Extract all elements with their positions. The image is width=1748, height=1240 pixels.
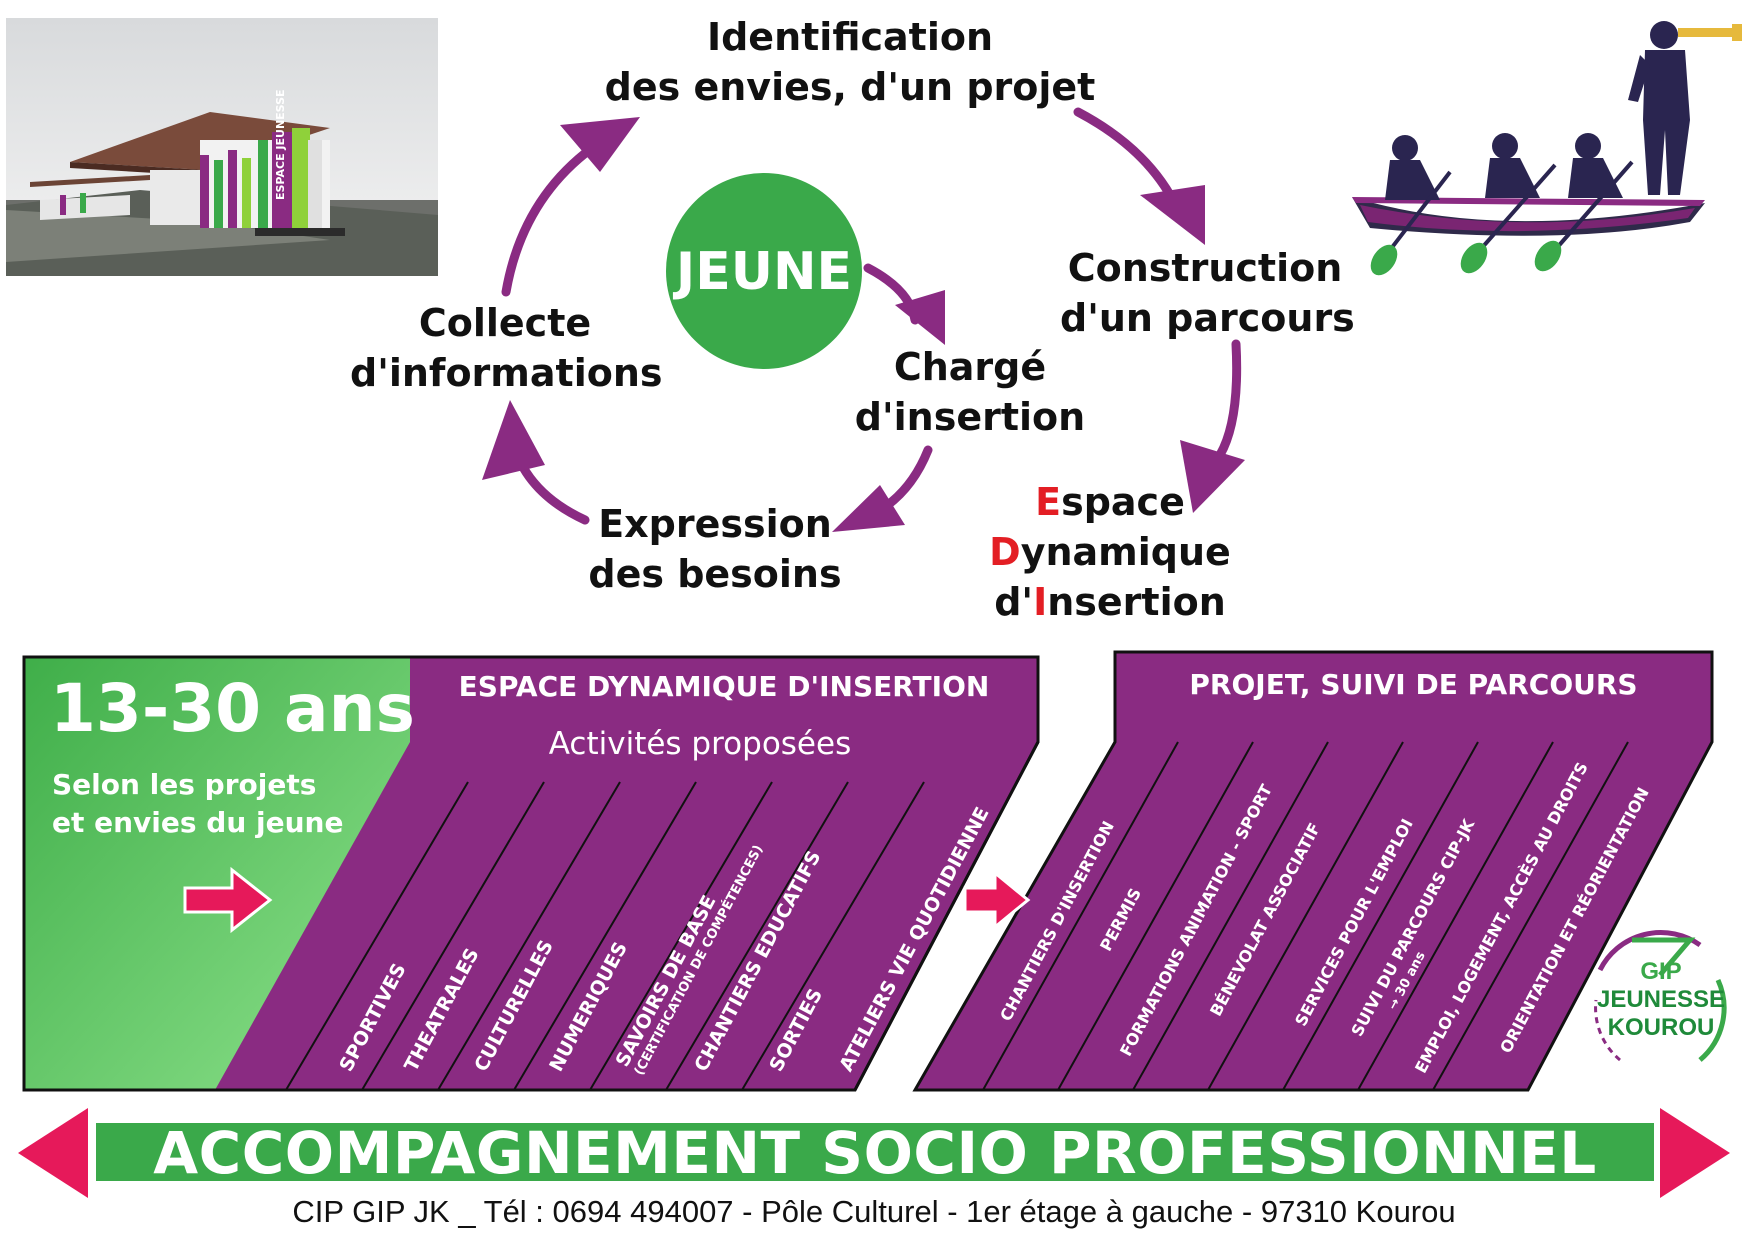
label-edi-line3: d'Insertion — [980, 577, 1240, 627]
label-charge: Chargé d'insertion — [840, 342, 1100, 442]
edi-pre-3: d' — [994, 580, 1034, 624]
edi-rest-3: nsertion — [1047, 580, 1226, 624]
gip-logo — [1594, 930, 1727, 1068]
banner-left-arrow — [18, 1108, 88, 1198]
edi-rest-2: ynamique — [1020, 530, 1231, 574]
edi-initial-i: I — [1033, 580, 1048, 624]
label-construction: Construction d'un parcours — [1060, 243, 1355, 343]
jeune-label: JEUNE — [675, 242, 853, 302]
label-identification-line1: Identification — [706, 15, 994, 59]
label-expression-line1: Expression — [598, 502, 832, 546]
label-charge-line2: d'insertion — [854, 395, 1086, 439]
logo-text: GIP JEUNESSE KOUROU — [1595, 958, 1727, 1042]
logo-line3: KOUROU — [1607, 1014, 1715, 1041]
label-expression: Expression des besoins — [585, 499, 845, 599]
left-panel-subheading: Activités proposées — [548, 726, 852, 762]
arrowhead-expression — [832, 485, 905, 532]
edi-initial-d: D — [989, 530, 1021, 574]
left-panel — [22, 655, 1040, 1092]
logo-line2: JEUNESSE — [1596, 986, 1726, 1013]
arrowhead-identification — [560, 117, 640, 172]
pink-arrow-left-panel — [183, 866, 273, 934]
building-sign: ESPACE JEUNESSE — [274, 89, 287, 200]
edi-initial-e: E — [1035, 480, 1062, 524]
right-panel — [912, 650, 1714, 1092]
logo-line1: GIP — [1640, 958, 1682, 985]
label-edi-line1: Espace — [980, 477, 1240, 527]
label-expression-line2: des besoins — [588, 552, 842, 596]
right-panel-dividers — [982, 741, 1629, 1091]
left-panel-title: ESPACE DYNAMIQUE D'INSERTION — [458, 670, 990, 703]
age-subtitle-line2: et envies du jeune — [52, 806, 344, 839]
banner-right-arrow — [1660, 1108, 1730, 1198]
label-collecte-line2: d'informations — [350, 351, 663, 395]
arrow-collecte-to-identification — [501, 143, 597, 297]
jeune-circle — [666, 173, 862, 369]
label-identification: Identification des envies, d'un projet — [600, 12, 1100, 112]
label-edi: Espace Dynamique d'Insertion — [980, 477, 1240, 627]
arrowhead-charge — [895, 290, 945, 345]
label-identification-line2: des envies, d'un projet — [604, 65, 1096, 109]
arrowhead-construction — [1140, 185, 1205, 245]
label-edi-line2: Dynamique — [980, 527, 1240, 577]
edi-rest-1: space — [1061, 480, 1185, 524]
right-panel-title: PROJET, SUIVI DE PARCOURS — [1189, 668, 1638, 701]
banner-bar — [92, 1119, 1658, 1185]
left-panel-green — [24, 657, 410, 1090]
age-subtitle: Selon les projets et envies du jeune — [52, 766, 343, 842]
building-illustration — [6, 18, 438, 276]
label-charge-line1: Chargé — [893, 345, 1047, 389]
left-panel-dividers — [285, 781, 925, 1091]
pink-arrow-right-panel — [963, 869, 1031, 931]
bottom-banner — [18, 1108, 1730, 1198]
cycle-arrowheads — [482, 117, 1245, 532]
rowers-illustration — [1352, 21, 1742, 276]
age-range: 13-30 ans — [50, 670, 415, 747]
banner-text: ACCOMPAGNEMENT SOCIO PROFESSIONNEL — [153, 1119, 1597, 1187]
label-collecte-line1: Collecte — [418, 301, 592, 345]
arrowhead-collecte — [482, 400, 545, 480]
footer-contact: CIP GIP JK _ Tél : 0694 494007 - Pôle Cu… — [292, 1194, 1456, 1229]
label-construction-line1: Construction — [1067, 246, 1343, 290]
arrowhead-edi — [1180, 440, 1245, 513]
right-panel-shape — [912, 650, 1714, 1092]
label-construction-line2: d'un parcours — [1060, 296, 1355, 340]
arrow-construction-to-edi — [1215, 339, 1242, 460]
age-subtitle-line1: Selon les projets — [52, 768, 317, 801]
label-collecte: Collecte d'informations — [350, 298, 663, 398]
